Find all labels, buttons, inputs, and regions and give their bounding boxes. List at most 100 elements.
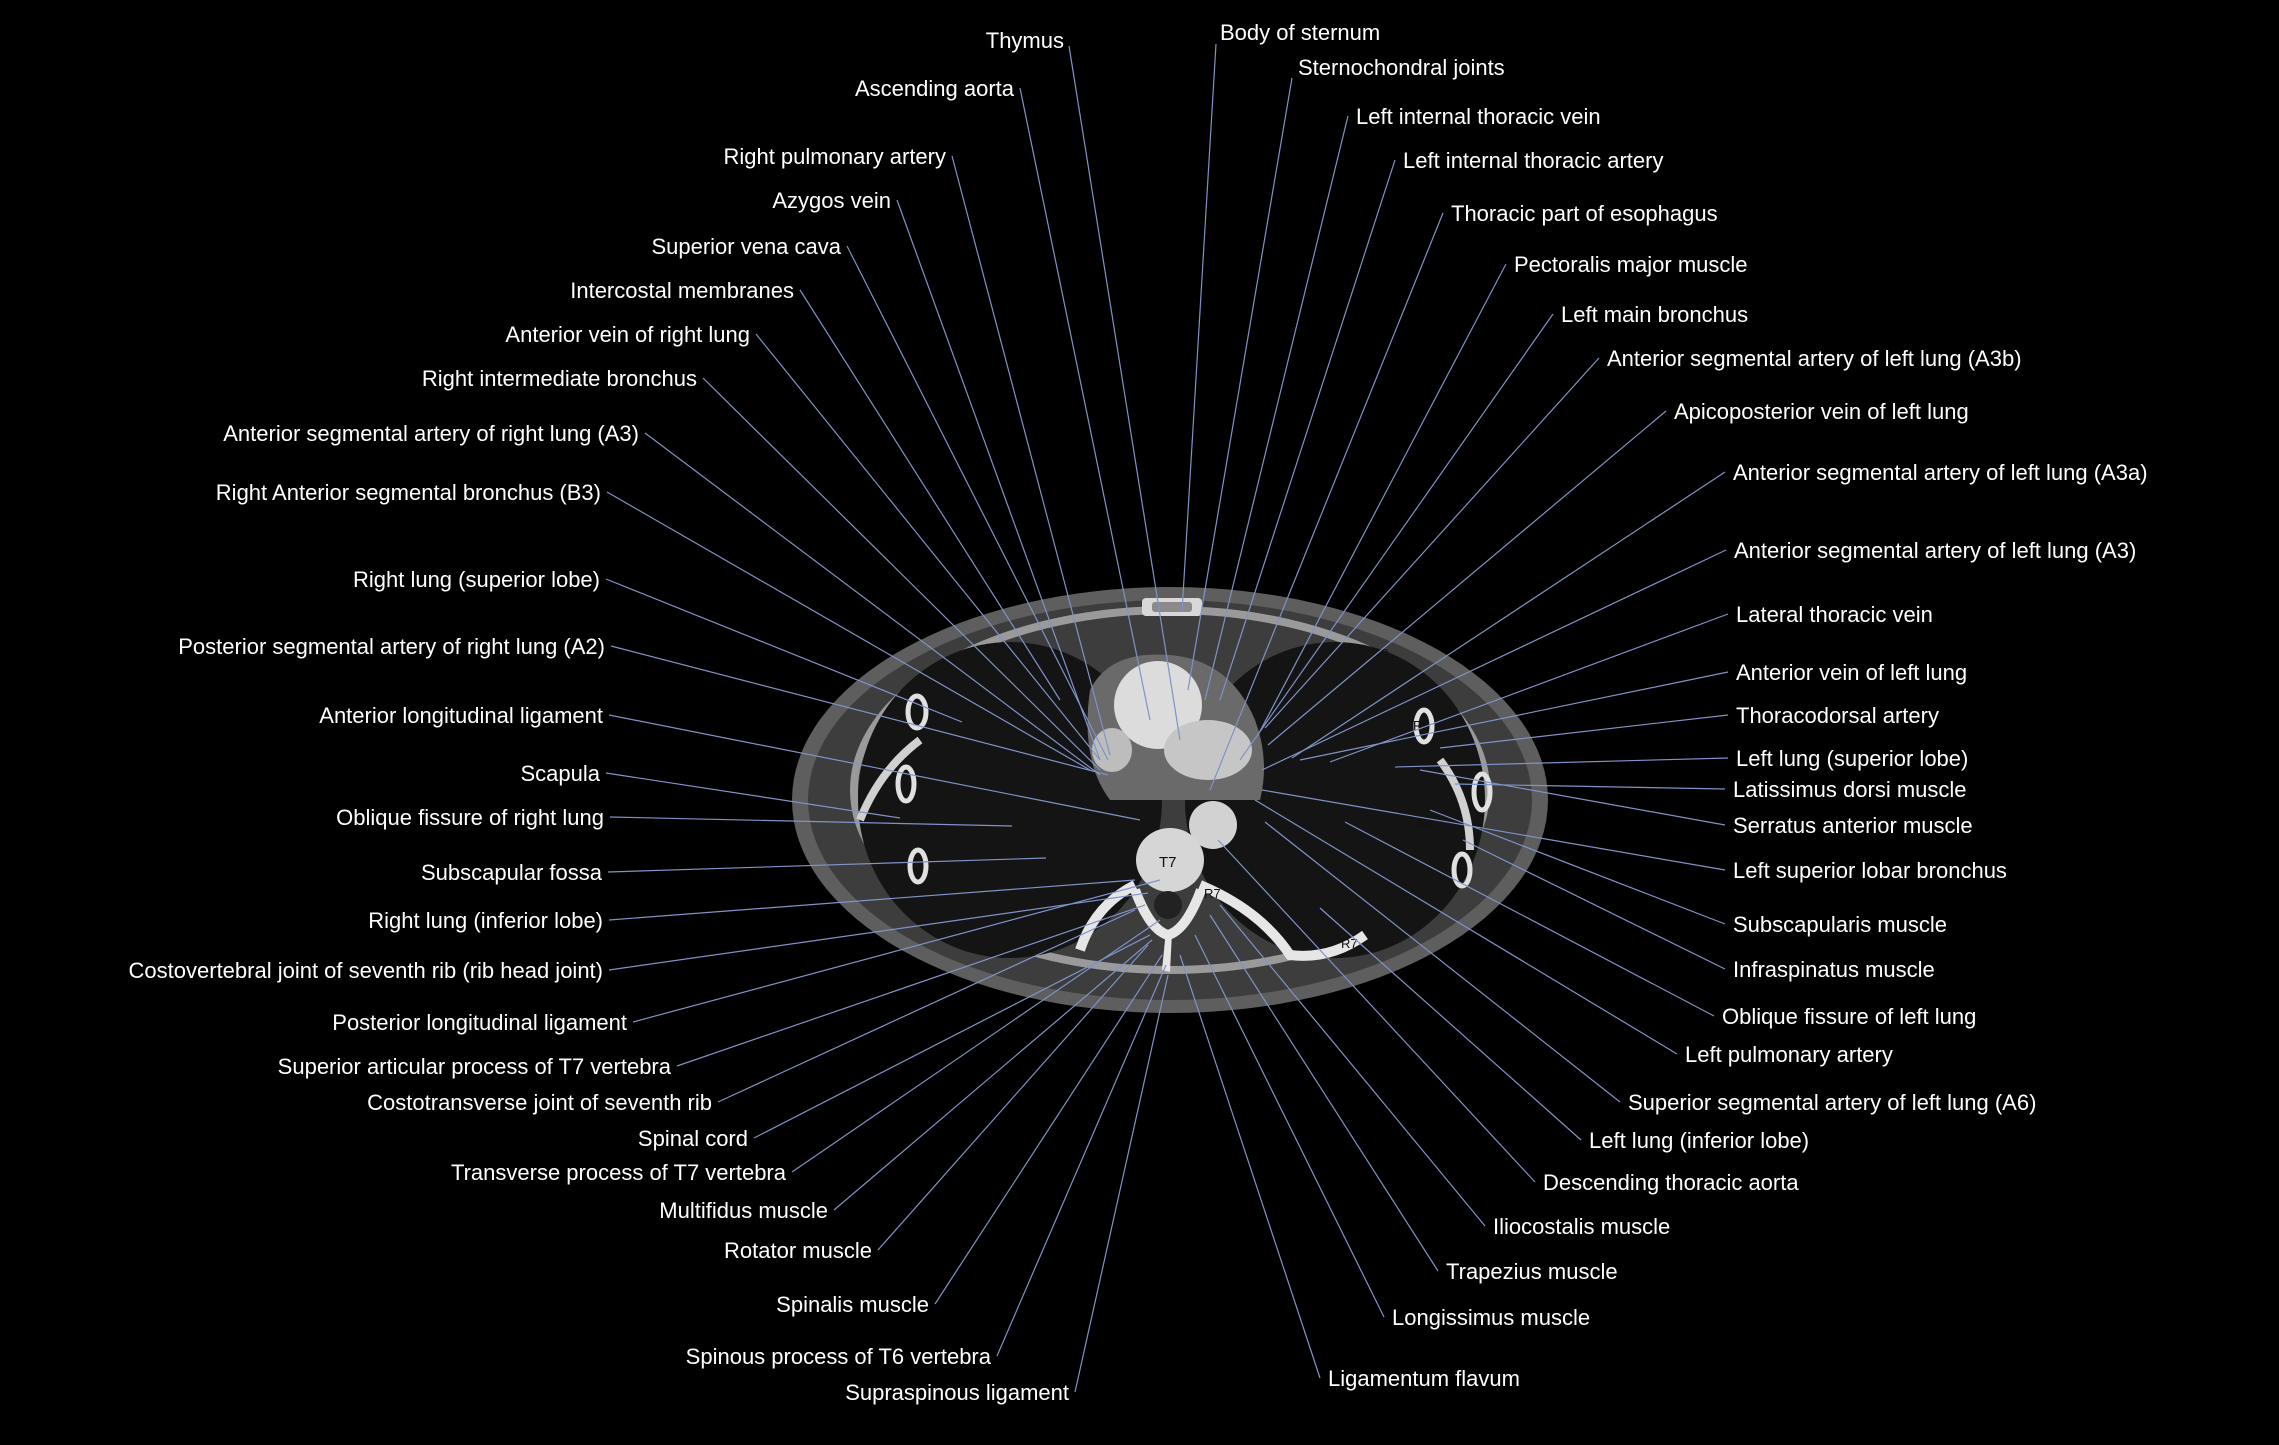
- leader-left-2: [896, 199, 1101, 761]
- vertebral-body-shape: [1136, 828, 1204, 892]
- left-rib-lateral-b: [1471, 771, 1493, 813]
- leader-right-7: [1291, 471, 1726, 759]
- label-pectoralis-major-muscle: Pectoralis major muscle: [1514, 252, 1748, 277]
- leader-left-26: [1074, 974, 1169, 1393]
- leader-top-0: [1068, 45, 1181, 741]
- leader-left-4: [799, 289, 1061, 701]
- leader-right-11: [1439, 714, 1729, 749]
- leader-right-14: [1419, 769, 1726, 826]
- label-apicoposterior-vein-of-left-lung: Apicoposterior vein of left lung: [1674, 399, 1969, 424]
- label-subscapularis-muscle: Subscapularis muscle: [1733, 912, 1947, 937]
- leader-right-6: [1267, 410, 1667, 746]
- label-latissimus-dorsi-muscle: Latissimus dorsi muscle: [1733, 777, 1967, 802]
- label-right-anterior-segmental-bronchus-b3: Right Anterior segmental bronchus (B3): [216, 480, 601, 505]
- leader-left-19: [717, 909, 1136, 1103]
- leader-left-5: [755, 333, 1101, 761]
- label-supraspinous-ligament: Supraspinous ligament: [845, 1380, 1069, 1405]
- label-infraspinatus-muscle: Infraspinatus muscle: [1733, 957, 1935, 982]
- leader-right-18: [1344, 821, 1715, 1017]
- label-transverse-process-of-t7-vertebra: Transverse process of T7 vertebra: [451, 1160, 787, 1185]
- leader-left-15: [608, 879, 1136, 921]
- label-scapula: Scapula: [520, 761, 600, 786]
- label-azygos-vein: Azygos vein: [772, 188, 891, 213]
- label-intercostal-membranes: Intercostal membranes: [570, 278, 794, 303]
- leader-left-16: [608, 892, 1149, 971]
- label-subscapular-fossa: Subscapular fossa: [421, 860, 603, 885]
- label-left-pulmonary-artery: Left pulmonary artery: [1685, 1042, 1893, 1067]
- label-left-internal-thoracic-vein: Left internal thoracic vein: [1356, 104, 1601, 129]
- label-right-lung-inferior-lobe: Right lung (inferior lobe): [368, 908, 603, 933]
- leader-right-15: [1261, 789, 1726, 871]
- label-oblique-fissure-of-right-lung: Oblique fissure of right lung: [336, 805, 604, 830]
- left-rib-lateral-a: [1413, 707, 1435, 745]
- leader-right-4: [1239, 313, 1554, 761]
- leader-left-18: [676, 904, 1146, 1067]
- leader-top-1: [1181, 43, 1217, 613]
- label-body-of-sternum: Body of sternum: [1220, 20, 1380, 45]
- label-anterior-vein-of-left-lung: Anterior vein of left lung: [1736, 660, 1967, 685]
- leader-left-9: [605, 578, 963, 723]
- label-thoracic-part-of-esophagus: Thoracic part of esophagus: [1451, 201, 1718, 226]
- leader-left-20: [753, 934, 1151, 1139]
- label-right-intermediate-bronchus: Right intermediate bronchus: [422, 366, 697, 391]
- label-descending-thoracic-aorta: Descending thoracic aorta: [1543, 1170, 1799, 1195]
- label-spinous-process-of-t6-vertebra: Spinous process of T6 vertebra: [686, 1344, 992, 1369]
- label-serratus-anterior-muscle: Serratus anterior muscle: [1733, 813, 1973, 838]
- leader-right-8: [1261, 549, 1727, 771]
- leader-right-5: [1264, 357, 1600, 729]
- label-left-superior-lobar-bronchus: Left superior lobar bronchus: [1733, 858, 2007, 883]
- label-rotator-muscle: Rotator muscle: [724, 1238, 872, 1263]
- leader-right-3: [1257, 263, 1507, 736]
- leader-left-6: [702, 377, 1101, 771]
- label-left-internal-thoracic-artery: Left internal thoracic artery: [1403, 148, 1663, 173]
- leader-right-9: [1329, 613, 1729, 763]
- label-thoracodorsal-artery: Thoracodorsal artery: [1736, 703, 1939, 728]
- leader-left-25: [996, 964, 1167, 1357]
- label-costovertebral-joint-of-seventh-rib-rib-head-joint: Costovertebral joint of seventh rib (rib…: [129, 958, 603, 983]
- label-ascending-aorta: Ascending aorta: [855, 76, 1015, 101]
- label-thymus: Thymus: [986, 28, 1064, 53]
- leader-left-7: [644, 432, 1101, 776]
- leader-right-22: [1217, 839, 1536, 1183]
- vertebra-label: T7: [1159, 854, 1177, 871]
- leader-right-2: [1209, 212, 1444, 791]
- leader-right-26: [1179, 954, 1321, 1379]
- left-rib7-shape: [1198, 880, 1368, 961]
- rib-label-r3: R3: [1372, 646, 1389, 661]
- leader-left-12: [605, 772, 901, 819]
- right-rib-lateral-a: [905, 693, 929, 731]
- descending-aorta-shape: [1189, 801, 1237, 849]
- right-rib-lateral-b: [895, 764, 917, 804]
- label-anterior-segmental-artery-of-right-lung-a3: Anterior segmental artery of right lung …: [223, 421, 639, 446]
- label-anterior-segmental-artery-of-left-lung-a3b: Anterior segmental artery of left lung (…: [1607, 346, 2022, 371]
- leader-left-17: [632, 879, 1161, 1023]
- label-superior-segmental-artery-of-left-lung-a6: Superior segmental artery of left lung (…: [1628, 1090, 2036, 1115]
- left-lung-field: [1185, 642, 1485, 958]
- label-oblique-fissure-of-left-lung: Oblique fissure of left lung: [1722, 1004, 1976, 1029]
- leader-left-11: [608, 714, 1141, 821]
- leader-right-10: [1299, 671, 1729, 761]
- left-rib-lateral-c: [1451, 851, 1473, 889]
- leader-left-3: [846, 245, 1109, 761]
- label-ligamentum-flavum: Ligamentum flavum: [1328, 1366, 1520, 1391]
- leader-left-22: [833, 939, 1153, 1211]
- label-anterior-segmental-artery-of-left-lung-a3a: Anterior segmental artery of left lung (…: [1733, 460, 2148, 485]
- leader-left-24: [934, 954, 1163, 1305]
- label-iliocostalis-muscle: Iliocostalis muscle: [1493, 1214, 1670, 1239]
- label-anterior-vein-of-right-lung: Anterior vein of right lung: [505, 322, 750, 347]
- right-rib-lateral-c: [907, 847, 929, 885]
- spinous-process-shape: [1162, 930, 1172, 972]
- leader-right-19: [1254, 799, 1678, 1055]
- label-left-main-bronchus: Left main bronchus: [1561, 302, 1748, 327]
- svc-shape: [1092, 728, 1132, 772]
- label-costotransverse-joint-of-seventh-rib: Costotransverse joint of seventh rib: [367, 1090, 712, 1115]
- label-superior-articular-process-of-t7-vertebra: Superior articular process of T7 vertebr…: [278, 1054, 672, 1079]
- label-left-lung-superior-lobe: Left lung (superior lobe): [1736, 746, 1968, 771]
- leader-left-0: [1019, 87, 1151, 721]
- label-right-lung-superior-lobe: Right lung (superior lobe): [353, 567, 600, 592]
- rib-label-r7-near-spine: R7: [1204, 886, 1221, 901]
- rib-label-r7-lateral: R7: [1341, 936, 1358, 951]
- leader-lines: [605, 43, 1729, 1393]
- leader-left-23: [877, 944, 1149, 1251]
